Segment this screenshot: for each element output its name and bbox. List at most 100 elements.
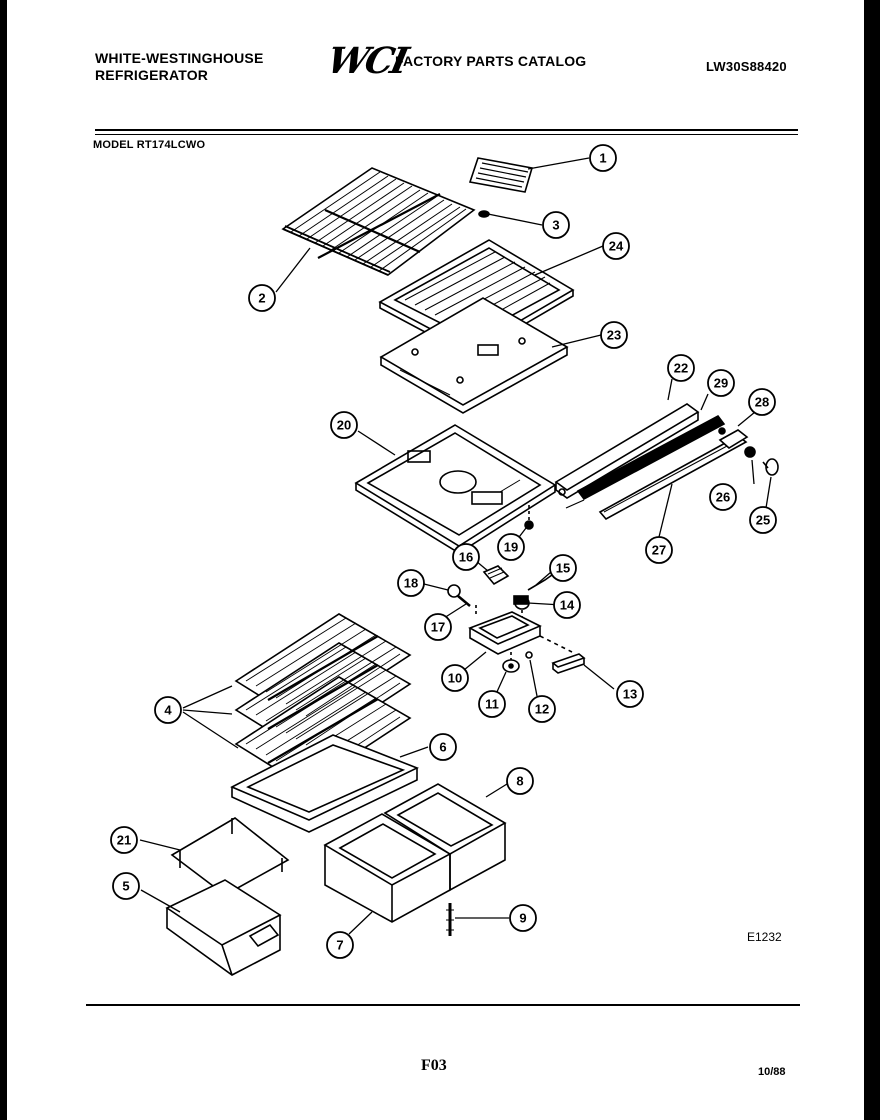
callout-9: 9 <box>509 904 537 932</box>
svg-text:12: 12 <box>535 702 549 717</box>
part-26-drawing <box>744 446 756 458</box>
part-29-drawing <box>565 414 726 509</box>
callout-8: 8 <box>506 767 534 795</box>
document-number: LW30S88420 <box>706 59 787 74</box>
callout-17: 17 <box>424 613 452 641</box>
callout-29: 29 <box>707 369 735 397</box>
part-4-drawing <box>234 613 412 788</box>
svg-text:2: 2 <box>258 291 265 306</box>
callout-11: 11 <box>478 690 506 718</box>
header-rule-bottom <box>95 134 798 135</box>
model-label: MODEL RT174LCWO <box>93 139 206 151</box>
catalog-title: FACTORY PARTS CATALOG <box>395 53 587 69</box>
callout-22: 22 <box>667 354 695 382</box>
svg-text:10: 10 <box>448 671 462 686</box>
callout-25: 25 <box>749 506 777 534</box>
svg-text:5: 5 <box>122 879 129 894</box>
svg-text:1: 1 <box>599 151 606 166</box>
svg-text:23: 23 <box>607 328 621 343</box>
callout-19: 19 <box>497 533 525 561</box>
svg-text:20: 20 <box>337 418 351 433</box>
svg-text:16: 16 <box>459 550 473 565</box>
svg-text:14: 14 <box>560 598 575 613</box>
svg-text:24: 24 <box>609 239 624 254</box>
callout-24: 24 <box>602 232 630 260</box>
part-23-drawing <box>379 297 569 414</box>
part-10-drawing <box>468 611 542 655</box>
callout-12: 12 <box>528 695 556 723</box>
svg-text:29: 29 <box>714 376 728 391</box>
callout-21: 21 <box>110 826 138 854</box>
part-21-drawing <box>170 817 290 905</box>
svg-text:15: 15 <box>556 561 570 576</box>
callout-15: 15 <box>549 554 577 582</box>
svg-text:26: 26 <box>716 490 730 505</box>
svg-text:28: 28 <box>755 395 769 410</box>
leader-13 <box>539 635 573 653</box>
part-13-drawing <box>551 653 586 674</box>
svg-text:13: 13 <box>623 687 637 702</box>
callout-20: 20 <box>330 411 358 439</box>
part-12-drawing <box>525 651 533 659</box>
callout-7: 7 <box>326 931 354 959</box>
callout-5: 5 <box>112 872 140 900</box>
callout-28: 28 <box>748 388 776 416</box>
part-5-drawing <box>165 879 282 976</box>
callout-13: 13 <box>616 680 644 708</box>
scan-edge-left <box>0 0 7 1120</box>
svg-text:9: 9 <box>519 911 526 926</box>
part-25-drawing <box>762 458 779 476</box>
callout-1: 1 <box>589 144 617 172</box>
scan-edge-right <box>864 0 880 1120</box>
brand-line-1: WHITE-WESTINGHOUSE <box>95 50 264 66</box>
callout-3: 3 <box>542 211 570 239</box>
part-1-drawing <box>468 157 534 193</box>
part-6-drawing <box>230 734 419 833</box>
part-19-drawing <box>524 520 534 530</box>
brand-line-2: REFRIGERATOR <box>95 67 209 83</box>
svg-text:8: 8 <box>516 774 523 789</box>
part-14-drawing <box>513 595 530 610</box>
part-27-drawing <box>598 429 749 521</box>
callout-26: 26 <box>709 483 737 511</box>
diagram-code: E1232 <box>747 930 782 944</box>
leader-lines <box>139 157 772 935</box>
callout-2: 2 <box>248 284 276 312</box>
callout-18: 18 <box>397 569 425 597</box>
svg-text:22: 22 <box>674 361 688 376</box>
svg-text:18: 18 <box>404 576 418 591</box>
part-15-drawing <box>527 574 553 591</box>
callout-6: 6 <box>429 733 457 761</box>
callout-27: 27 <box>645 536 673 564</box>
part-9-drawing <box>446 903 454 936</box>
part-8-drawing <box>383 783 507 892</box>
header-rule-top <box>95 129 798 131</box>
svg-text:4: 4 <box>164 703 172 718</box>
svg-text:11: 11 <box>485 697 499 712</box>
date-code: 10/88 <box>758 1066 786 1078</box>
svg-text:6: 6 <box>439 740 446 755</box>
part-22-drawing <box>554 403 700 499</box>
part-16-drawing <box>482 565 510 586</box>
part-28-drawing <box>718 427 726 435</box>
part-3-drawing <box>478 210 490 218</box>
callout-10: 10 <box>441 664 469 692</box>
svg-text:7: 7 <box>336 938 343 953</box>
callout-16: 16 <box>452 543 480 571</box>
svg-text:3: 3 <box>552 218 559 233</box>
svg-text:17: 17 <box>431 620 445 635</box>
part-20-drawing <box>354 424 557 554</box>
part-18-drawing <box>447 584 461 598</box>
callout-23: 23 <box>600 321 628 349</box>
part-2-drawing <box>281 167 476 276</box>
svg-text:19: 19 <box>504 540 518 555</box>
svg-text:27: 27 <box>652 543 666 558</box>
callout-4: 4 <box>154 696 182 724</box>
svg-text:21: 21 <box>117 833 131 848</box>
part-17-drawing <box>457 595 471 607</box>
svg-text:25: 25 <box>756 513 770 528</box>
footer-rule <box>86 1004 800 1006</box>
page-code: F03 <box>421 1057 447 1074</box>
